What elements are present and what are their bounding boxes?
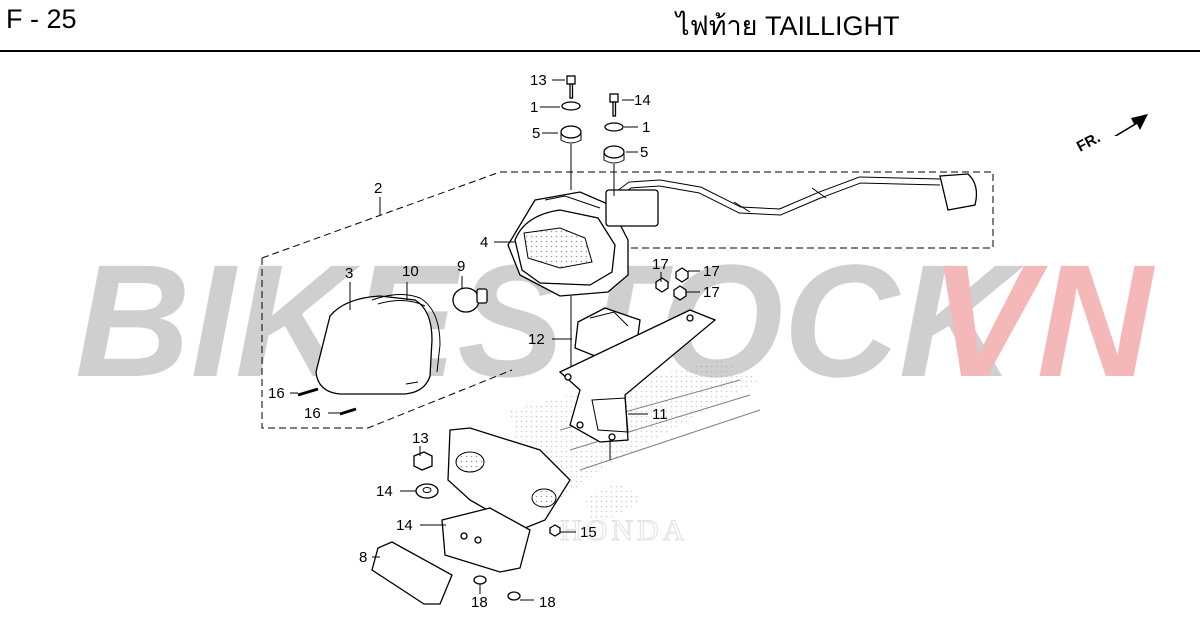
page-title: ไฟท้าย TAILLIGHT [676, 11, 900, 41]
light-housing-part [507, 173, 978, 297]
page-header: F - 25 ไฟท้าย TAILLIGHT [0, 0, 1200, 52]
callout-18-right: 18 [539, 594, 556, 611]
small-grommets [413, 451, 439, 499]
callout-1-left: 1 [530, 99, 538, 116]
assembly-boundary [261, 171, 994, 429]
reflector-part [371, 541, 453, 605]
callout-17-left: 17 [652, 256, 669, 273]
arrow-right-icon [1114, 114, 1148, 136]
callout-7: 9 [457, 258, 465, 275]
callout-3: 3 [345, 265, 353, 282]
callout-14-top-left: 13 [530, 72, 547, 89]
header-divider [0, 50, 1200, 52]
callout-12: 14 [396, 517, 413, 534]
callout-17-upper-right: 17 [703, 263, 720, 280]
callout-9: 11 [652, 406, 668, 423]
front-direction-label: FR. [1074, 129, 1103, 155]
callout-16-lower: 16 [304, 405, 321, 422]
callout-17-lower-right: 17 [703, 284, 720, 301]
lens-screws [297, 387, 357, 416]
callout-14-top-right: 14 [634, 92, 651, 109]
watermark: BIKESTOCK VN [75, 231, 1156, 410]
page-code: F - 25 [6, 4, 77, 34]
callout-11: 13 [412, 430, 429, 447]
top-fasteners [560, 75, 625, 196]
leader-lines [290, 79, 700, 601]
callout-8: 10 [402, 263, 419, 280]
callout-5-left: 5 [532, 125, 540, 142]
callout-6: 8 [359, 549, 367, 566]
brand-logo-lettering: HONDA [560, 514, 688, 547]
callout-4: 4 [480, 234, 488, 251]
bulb-part [452, 287, 488, 313]
callout-13: 14 [376, 483, 393, 500]
front-direction-marker: FR. [1074, 114, 1148, 156]
lower-fasteners [473, 524, 561, 601]
taillight-lens-part [315, 294, 441, 395]
watermark-text-accent: VN [930, 231, 1156, 410]
callout-1-right: 1 [642, 119, 650, 136]
callout-16-upper: 16 [268, 385, 285, 402]
bracket-nuts [655, 267, 689, 301]
callout-2: 2 [374, 180, 382, 197]
callout-18-left: 18 [471, 594, 488, 611]
callout-10: 12 [528, 331, 545, 348]
license-light-housing-part [441, 427, 571, 573]
callout-labels: 13 1 5 14 1 5 2 4 3 10 9 12 11 17 17 17 … [268, 72, 720, 611]
mounting-bracket-part [558, 309, 717, 460]
callout-15: 15 [580, 524, 597, 541]
callout-5-right: 5 [640, 144, 648, 161]
